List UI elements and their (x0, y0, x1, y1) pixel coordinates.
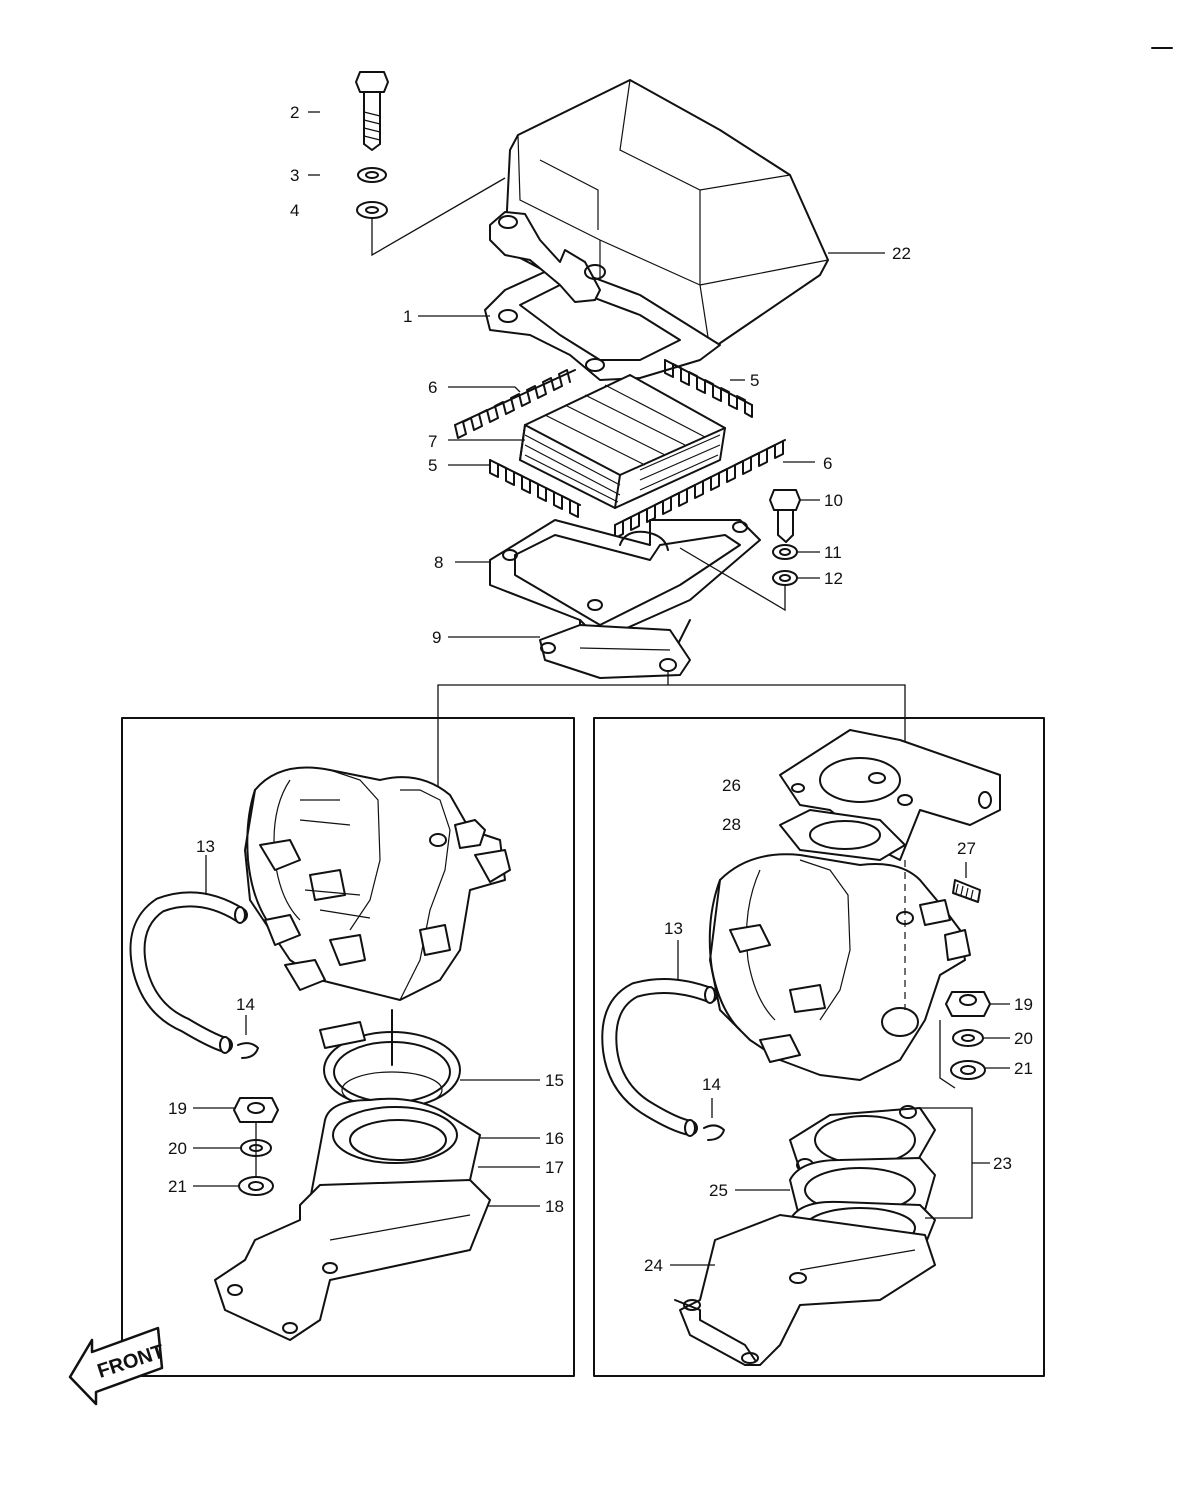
filter-strip-part-5-bottom (489, 459, 581, 518)
cover-boss (489, 211, 606, 303)
bracket-part-18 (214, 1179, 491, 1341)
nut-part-19-right (945, 991, 991, 1017)
label-14-right: 14 (702, 1075, 721, 1094)
left-variant-box (121, 717, 575, 1377)
right-variant-box (593, 717, 1045, 1377)
label-6-bottom: 6 (823, 454, 832, 473)
label-12: 12 (824, 569, 843, 588)
carburetor-left (244, 766, 511, 1001)
label-22: 22 (892, 244, 911, 263)
bolt-guide-line (371, 177, 506, 257)
bracket-part-24 (674, 1214, 936, 1366)
label-4: 4 (290, 201, 299, 220)
label-3: 3 (290, 166, 299, 185)
label-2: 2 (290, 103, 299, 122)
gasket-part-9 (539, 624, 691, 679)
filter-strip-part-5-top (664, 359, 753, 418)
label-18: 18 (545, 1197, 564, 1216)
washer-part-21-right (950, 1060, 986, 1080)
label-21-left: 21 (168, 1177, 187, 1196)
hose-clip-part-14-left (237, 1015, 259, 1059)
label-10: 10 (824, 491, 843, 510)
label-7: 7 (428, 432, 437, 451)
label-11: 11 (824, 543, 842, 562)
label-20-right: 20 (1014, 1029, 1033, 1048)
air-filter-element-part-7 (519, 374, 726, 509)
washer-part-12 (772, 570, 798, 586)
fuel-hose-part-13-right (601, 978, 718, 1137)
label-17: 17 (545, 1158, 564, 1177)
bolt-10-guide-line (679, 547, 786, 612)
bolt-part-2 (355, 71, 389, 151)
label-6-top: 6 (428, 378, 437, 397)
washer-part-11 (772, 544, 798, 560)
washer-part-20-right (952, 1029, 984, 1047)
label-5-bottom: 5 (428, 456, 437, 475)
label-13-right: 13 (664, 919, 683, 938)
label-25: 25 (709, 1181, 728, 1200)
washer-part-3 (357, 167, 387, 183)
label-26: 26 (722, 776, 741, 795)
label-15: 15 (545, 1071, 564, 1090)
stud-part-27 (952, 862, 981, 903)
front-arrow-icon: FRONT (68, 1326, 167, 1406)
filter-strip-part-6-top (454, 369, 576, 439)
hose-clip-part-14-right (703, 1098, 725, 1141)
label-13-left: 13 (196, 837, 215, 856)
bolt-part-10 (769, 489, 801, 543)
label-28: 28 (722, 815, 741, 834)
filter-strip-part-6-bottom (614, 439, 786, 539)
label-21-right: 21 (1014, 1059, 1033, 1078)
label-20-left: 20 (168, 1139, 187, 1158)
label-1: 1 (403, 307, 412, 326)
leader-lines (193, 111, 1010, 1266)
label-23: 23 (993, 1154, 1012, 1173)
air-cleaner-base-part-8 (489, 519, 761, 661)
carburetor-right (708, 853, 971, 1081)
label-27: 27 (957, 839, 976, 858)
gasket-part-28 (779, 809, 906, 861)
label-8: 8 (434, 553, 443, 572)
part-number-labels: 2 3 4 1 22 5 6 7 5 6 10 11 12 8 9 13 14 … (168, 103, 1033, 1275)
label-14-left: 14 (236, 995, 255, 1014)
clamp-part-15 (319, 1009, 461, 1109)
label-19-left: 19 (168, 1099, 187, 1118)
washer-part-4 (356, 201, 388, 219)
washer-part-21-left (238, 1176, 274, 1196)
label-19-right: 19 (1014, 995, 1033, 1014)
label-5-top: 5 (750, 371, 759, 390)
label-24: 24 (644, 1256, 663, 1275)
nut-part-19-left (233, 1097, 279, 1123)
label-16: 16 (545, 1129, 564, 1148)
fuel-hose-part-13-left (129, 891, 248, 1054)
mounting-plate-part-26 (779, 729, 1001, 861)
label-9: 9 (432, 628, 441, 647)
